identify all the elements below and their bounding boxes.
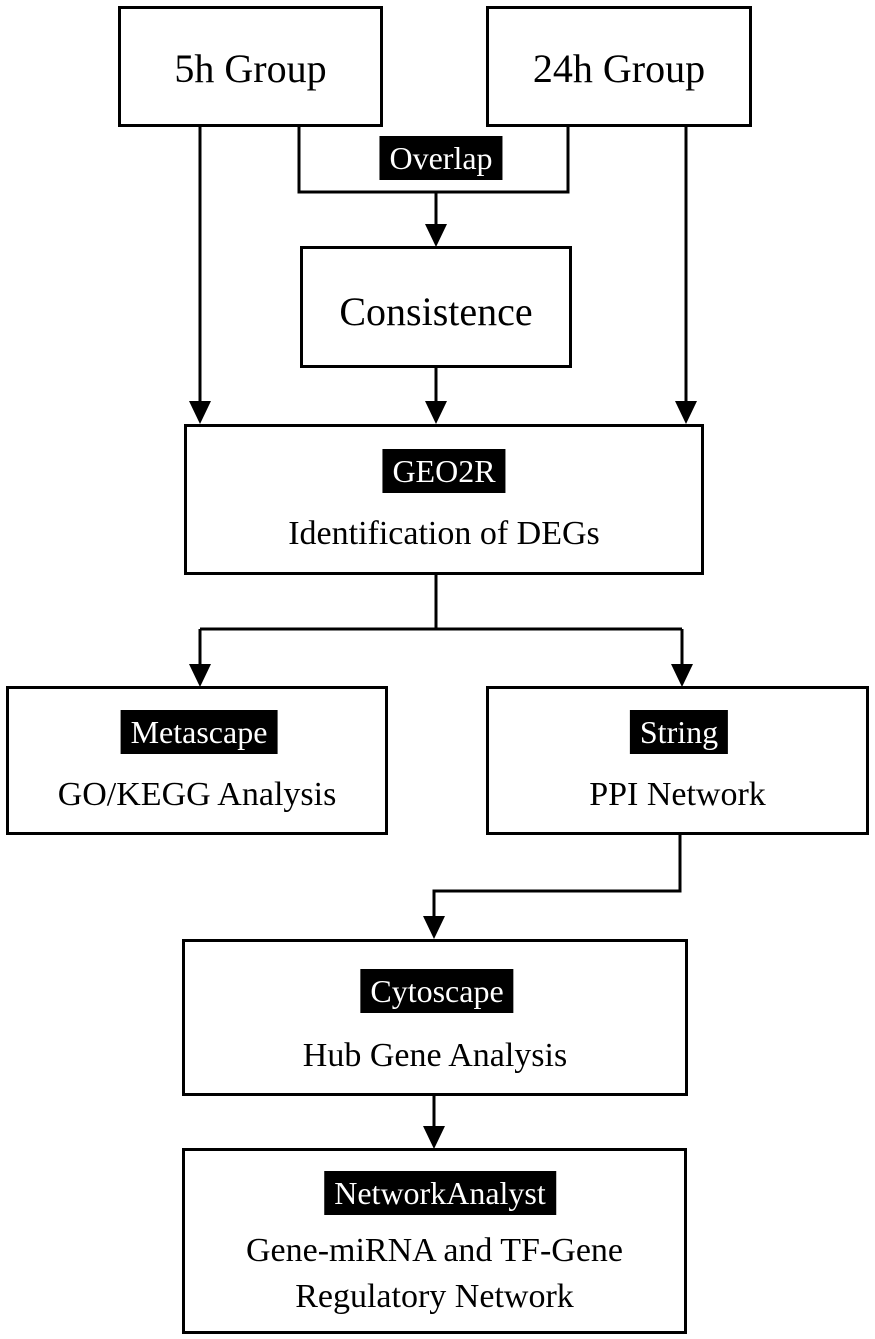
networkanalyst-description-line1: Gene-miRNA and TF-Gene [245, 1232, 624, 1269]
arrowhead-to-metascape [189, 664, 211, 687]
cytoscape-tag: Cytoscape [360, 969, 514, 1013]
consistence-label: Consistence [339, 289, 533, 334]
cytoscape-box: Cytoscape Hub Gene Analysis [182, 939, 688, 1096]
overlap-tag: Overlap [379, 136, 503, 180]
arrowhead-overlap-consistence [425, 224, 447, 247]
group-24h-label: 24h Group [532, 46, 706, 91]
networkanalyst-description-line2: Regulatory Network [295, 1278, 574, 1315]
group-5h-box: 5h Group [118, 6, 383, 127]
geo2r-tag: GEO2R [382, 449, 506, 493]
group-24h-box: 24h Group [486, 6, 752, 127]
arrowhead-cytoscape-networkanalyst [423, 1126, 445, 1149]
string-box: String PPI Network [486, 686, 869, 835]
metascape-box: Metascape GO/KEGG Analysis [6, 686, 388, 835]
arrowhead-consistence-geo2r [425, 401, 447, 424]
arrowhead-to-string [671, 664, 693, 687]
connector-string-to-cytoscape [432, 833, 682, 917]
string-description: PPI Network [589, 776, 766, 813]
networkanalyst-tag: NetworkAnalyst [324, 1171, 556, 1215]
geo2r-description: Identification of DEGs [288, 515, 600, 552]
string-tag: String [629, 710, 729, 754]
consistence-box: Consistence [300, 246, 572, 368]
metascape-description: GO/KEGG Analysis [57, 776, 337, 813]
arrowhead-24h-geo2r [675, 401, 697, 424]
arrowhead-string-cytoscape [423, 916, 445, 939]
overlap-bracket [297, 125, 570, 194]
metascape-tag: Metascape [120, 710, 278, 754]
arrowhead-5h-geo2r [189, 401, 211, 424]
networkanalyst-box: NetworkAnalyst Gene-miRNA and TF-Gene Re… [182, 1148, 687, 1334]
group-5h-label: 5h Group [174, 46, 327, 91]
cytoscape-description: Hub Gene Analysis [302, 1037, 568, 1074]
geo2r-box: GEO2R Identification of DEGs [184, 424, 704, 575]
